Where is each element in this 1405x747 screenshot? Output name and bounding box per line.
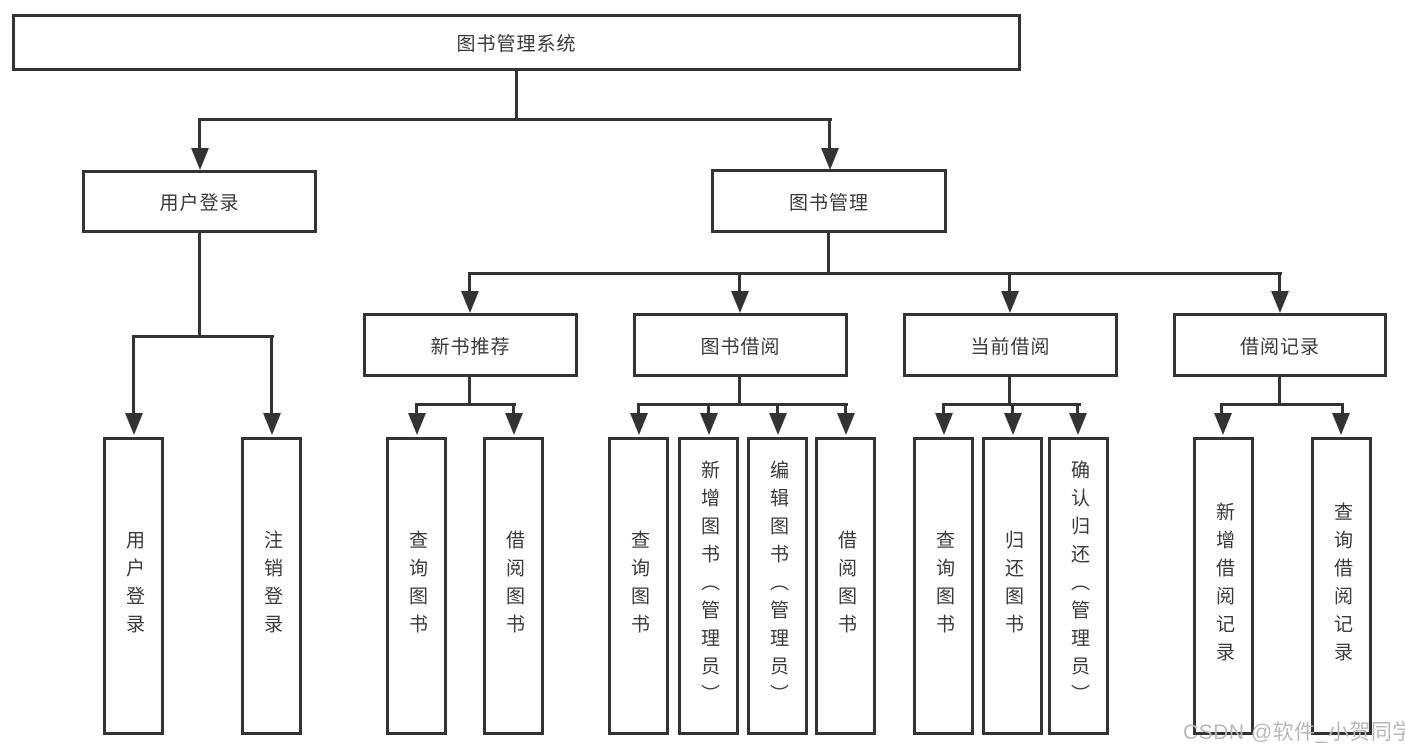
connector-line: [1278, 272, 1281, 293]
connector-line: [415, 403, 516, 406]
node-label: 借阅图书: [503, 530, 524, 642]
node-label: 当前借阅: [970, 336, 1051, 358]
node-label: 新增借阅记录: [1213, 502, 1234, 670]
node-label: 用户登录: [123, 530, 144, 642]
leaf-add-borrow-record: 新增借阅记录: [1193, 437, 1254, 735]
node-label: 注销登录: [261, 530, 282, 642]
leaf-add-books-admin: 新增图书（管理员）: [678, 437, 739, 735]
connector-line: [1011, 403, 1014, 417]
connector-line: [707, 403, 710, 417]
arrow-down-icon: [1271, 291, 1289, 313]
leaf-edit-books-admin: 编辑图书（管理员）: [747, 437, 808, 735]
arrow-down-icon: [461, 291, 479, 313]
leaf-borrow-books: 借阅图书: [815, 437, 876, 735]
node-label: 新书推荐: [430, 336, 511, 358]
connector-line: [468, 377, 471, 406]
node-label: 查询图书: [628, 530, 649, 642]
arrow-down-icon: [837, 413, 855, 435]
arrow-down-icon: [1332, 413, 1350, 435]
leaf-query-books-borrowing: 查询图书: [608, 437, 669, 735]
node-label: 图书借阅: [700, 336, 781, 358]
connector-line: [198, 233, 201, 337]
arrow-down-icon: [1214, 413, 1232, 435]
connector-line: [132, 335, 274, 338]
arrow-down-icon: [125, 413, 143, 435]
node-current-borrowing: 当前借阅: [903, 313, 1118, 377]
watermark: CSDN @软件_小贺同学: [1183, 721, 1405, 744]
leaf-query-borrow-record: 查询借阅记录: [1311, 437, 1372, 735]
connector-line: [415, 403, 418, 417]
arrow-down-icon: [1069, 413, 1087, 435]
connector-line: [1220, 403, 1223, 417]
connector-line: [738, 272, 741, 293]
connector-line: [1341, 403, 1344, 417]
leaf-query-books-current: 查询图书: [913, 437, 974, 735]
node-label: 新增图书（管理员）: [698, 460, 719, 712]
arrow-down-icon: [630, 413, 648, 435]
connector-line: [468, 272, 471, 293]
node-label: 图书管理系统: [456, 34, 577, 55]
connector-line: [942, 403, 945, 417]
connector-line: [512, 403, 515, 417]
connector-line: [637, 403, 848, 406]
connector-line: [1220, 403, 1344, 406]
node-label: 查询图书: [933, 530, 954, 642]
node-borrowing-records: 借阅记录: [1173, 313, 1387, 377]
arrow-down-icon: [935, 413, 953, 435]
node-user-login: 用户登录: [82, 170, 317, 233]
arrow-down-icon: [821, 148, 839, 170]
node-label: 用户登录: [159, 193, 240, 214]
node-label: 归还图书: [1002, 530, 1023, 642]
leaf-return-books: 归还图书: [982, 437, 1043, 735]
connector-line: [270, 335, 273, 417]
connector-line: [1278, 377, 1281, 406]
node-label: 借阅记录: [1239, 336, 1320, 358]
connector-line: [198, 118, 832, 121]
connector-line: [827, 233, 830, 274]
arrow-down-icon: [1004, 413, 1022, 435]
connector-line: [132, 335, 135, 417]
node-label: 编辑图书（管理员）: [767, 460, 788, 712]
connector-line: [468, 272, 1282, 275]
arrow-down-icon: [769, 413, 787, 435]
node-book-borrowing: 图书借阅: [633, 313, 848, 377]
node-label: 查询借阅记录: [1331, 502, 1352, 670]
leaf-logout: 注销登录: [241, 437, 302, 735]
connector-line: [844, 403, 847, 417]
arrow-down-icon: [700, 413, 718, 435]
arrow-down-icon: [191, 148, 209, 170]
arrow-down-icon: [408, 413, 426, 435]
connector-line: [637, 403, 640, 417]
node-label: 确认归还（管理员）: [1068, 460, 1089, 712]
connector-line: [1076, 403, 1079, 417]
leaf-query-books-recommend: 查询图书: [386, 437, 447, 735]
leaf-user-login: 用户登录: [103, 437, 164, 735]
connector-line: [198, 118, 201, 152]
leaf-confirm-return-admin: 确认归还（管理员）: [1048, 437, 1109, 735]
connector-line: [1008, 272, 1011, 293]
node-label: 查询图书: [406, 530, 427, 642]
arrow-down-icon: [505, 413, 523, 435]
node-new-book-recommend: 新书推荐: [363, 313, 578, 377]
connector-line: [515, 71, 518, 120]
node-label: 图书管理: [788, 192, 869, 214]
leaf-borrow-books-recommend: 借阅图书: [483, 437, 544, 735]
node-label: 借阅图书: [835, 530, 856, 642]
connector-line: [1008, 377, 1011, 406]
arrow-down-icon: [731, 291, 749, 313]
connector-line: [738, 377, 741, 406]
node-root-system: 图书管理系统: [12, 14, 1021, 71]
arrow-down-icon: [1001, 291, 1019, 313]
node-book-management: 图书管理: [711, 169, 947, 233]
connector-line: [828, 118, 831, 152]
arrow-down-icon: [263, 413, 281, 435]
connector-line: [776, 403, 779, 417]
